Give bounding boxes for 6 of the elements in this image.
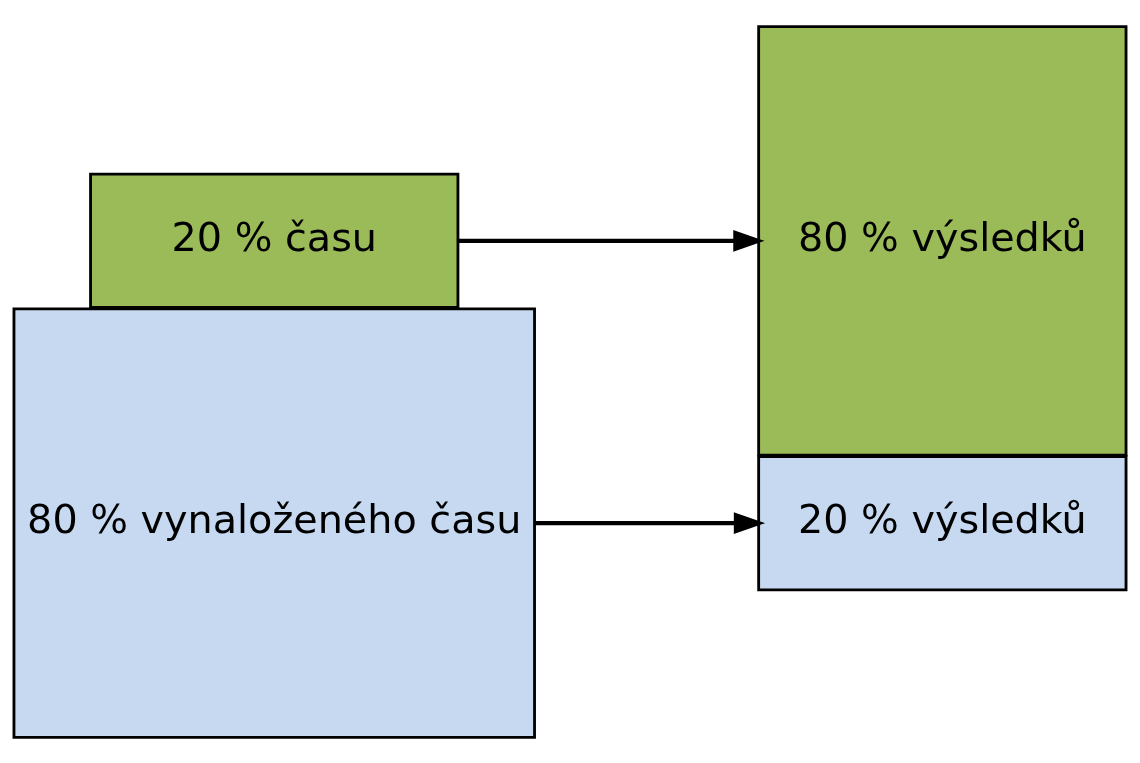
node-box: 20 % výsledků — [757, 454, 1128, 591]
node-box: 80 % vynaloženého času — [12, 307, 536, 739]
arrow — [534, 511, 766, 534]
node-box: 80 % výsledků — [757, 24, 1128, 456]
node-box: 20 % času — [89, 172, 460, 309]
arrow — [458, 229, 765, 252]
